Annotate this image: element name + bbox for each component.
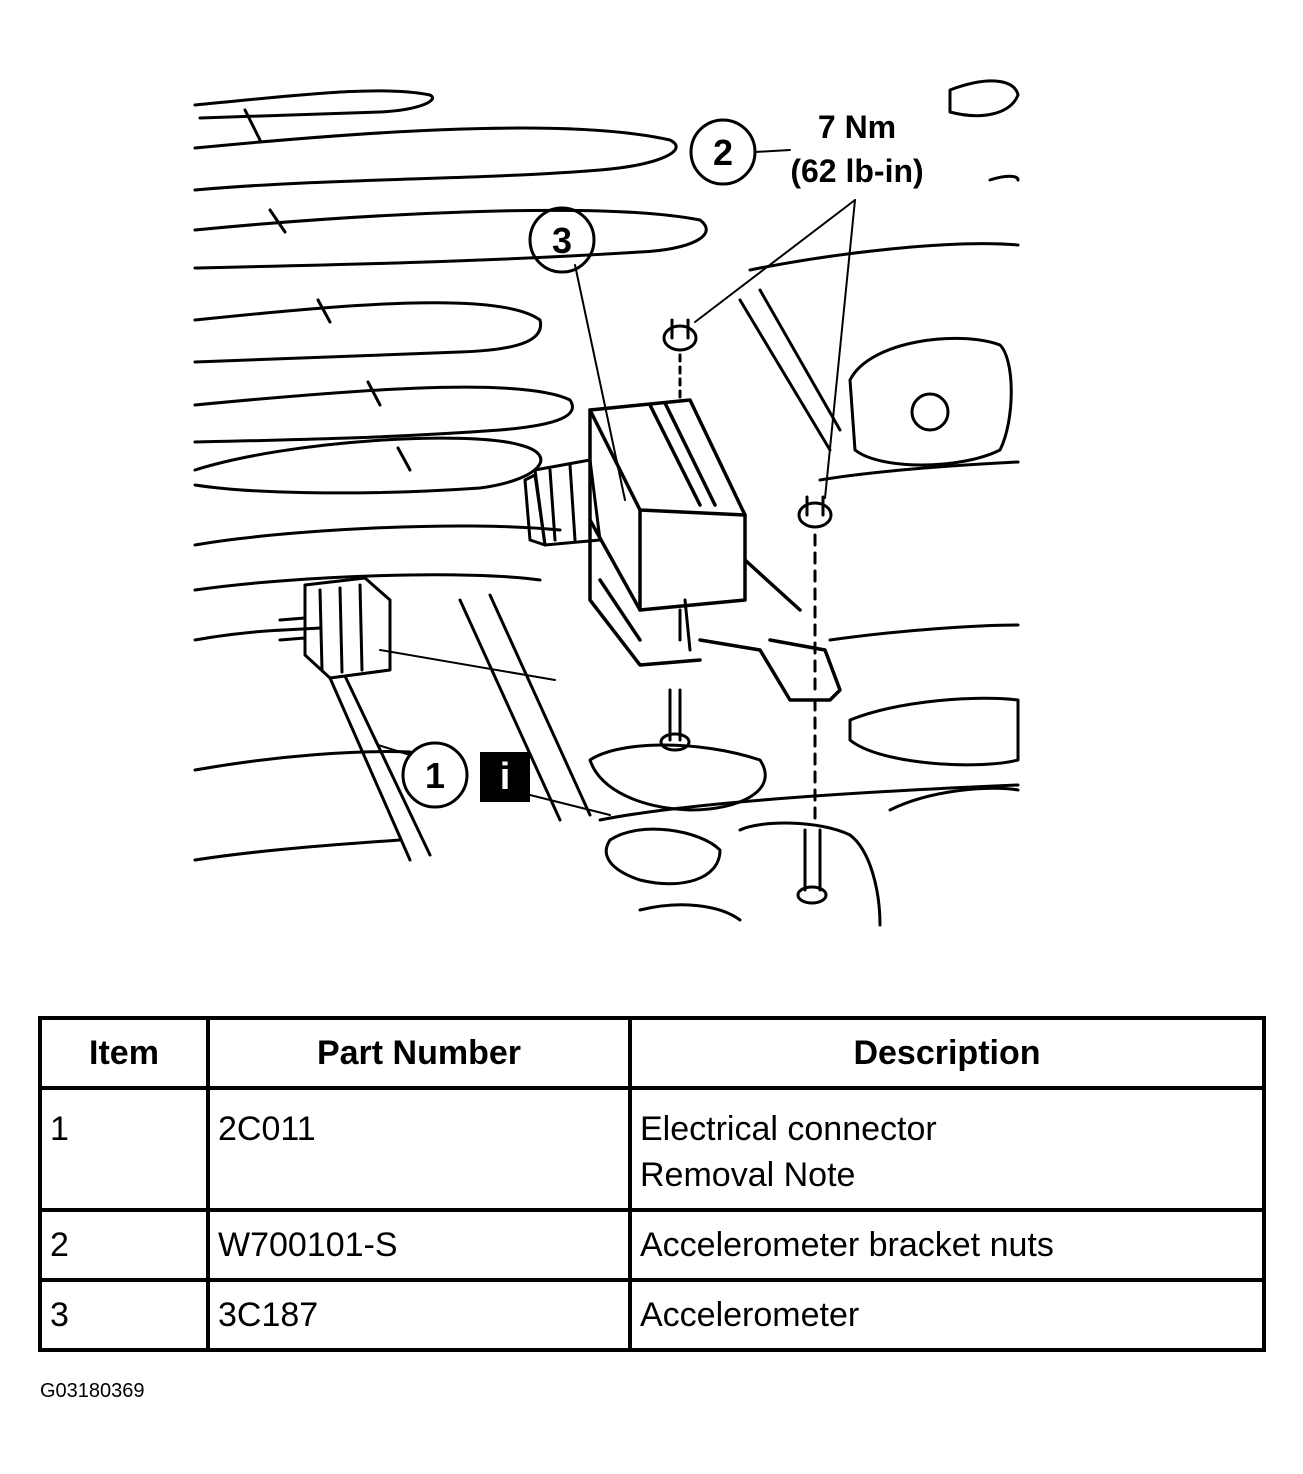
header-description: Description bbox=[628, 1016, 1266, 1090]
callout-label-3: 3 bbox=[552, 220, 572, 261]
callout-label-1: 1 bbox=[425, 755, 445, 796]
callout-circle-3 bbox=[528, 206, 596, 274]
torque-value-nm: 7 Nm bbox=[818, 109, 896, 145]
accelerometer-module bbox=[588, 398, 842, 702]
callout-label-2: 2 bbox=[713, 132, 733, 173]
cell-part-number: 2C011 bbox=[206, 1086, 632, 1212]
cell-part-number: 3C187 bbox=[206, 1278, 632, 1352]
table-header-row: Item Part Number Description bbox=[38, 1016, 1266, 1090]
cell-item: 1 bbox=[38, 1086, 210, 1212]
description-line: Electrical connector bbox=[640, 1110, 937, 1148]
figure-code: G03180369 bbox=[40, 1380, 145, 1402]
floor-pan-ribs bbox=[193, 79, 1020, 927]
torque-value-lbin: (62 lb-in) bbox=[790, 153, 923, 189]
description-line: Accelerometer bbox=[640, 1296, 860, 1334]
harness-electrical-connector bbox=[278, 576, 432, 862]
cell-description: Electrical connector Removal Note bbox=[628, 1086, 1266, 1212]
cell-part-number: W700101-S bbox=[206, 1208, 632, 1282]
cell-item: 3 bbox=[38, 1278, 210, 1352]
description-line: Removal Note bbox=[640, 1156, 856, 1194]
table-row: 1 2C011 Electrical connector Removal Not… bbox=[38, 1086, 1266, 1212]
cell-description: Accelerometer bracket nuts bbox=[628, 1208, 1266, 1282]
callout-circle-2 bbox=[689, 118, 757, 186]
cell-item: 2 bbox=[38, 1208, 210, 1282]
description-line: Accelerometer bracket nuts bbox=[640, 1226, 1054, 1264]
accelerometer-installation-illustration: 2 3 1 i 7 Nm (62 lb-in) bbox=[193, 79, 1020, 927]
crossmember bbox=[458, 288, 1020, 822]
table-row: 3 3C187 Accelerometer bbox=[38, 1278, 1266, 1352]
module-connector bbox=[523, 458, 602, 547]
header-part-number: Part Number bbox=[206, 1016, 632, 1090]
parts-table: Item Part Number Description 1 2C011 Ele… bbox=[38, 1016, 1266, 1352]
header-item: Item bbox=[38, 1016, 210, 1090]
info-marker-letter: i bbox=[500, 756, 511, 798]
callout-circle-1 bbox=[401, 741, 469, 809]
table-row: 2 W700101-S Accelerometer bracket nuts bbox=[38, 1208, 1266, 1282]
callout-leader-lines bbox=[377, 149, 856, 816]
cell-description: Accelerometer bbox=[628, 1278, 1266, 1352]
studs-and-nuts bbox=[659, 318, 833, 905]
info-marker-box bbox=[480, 752, 530, 802]
